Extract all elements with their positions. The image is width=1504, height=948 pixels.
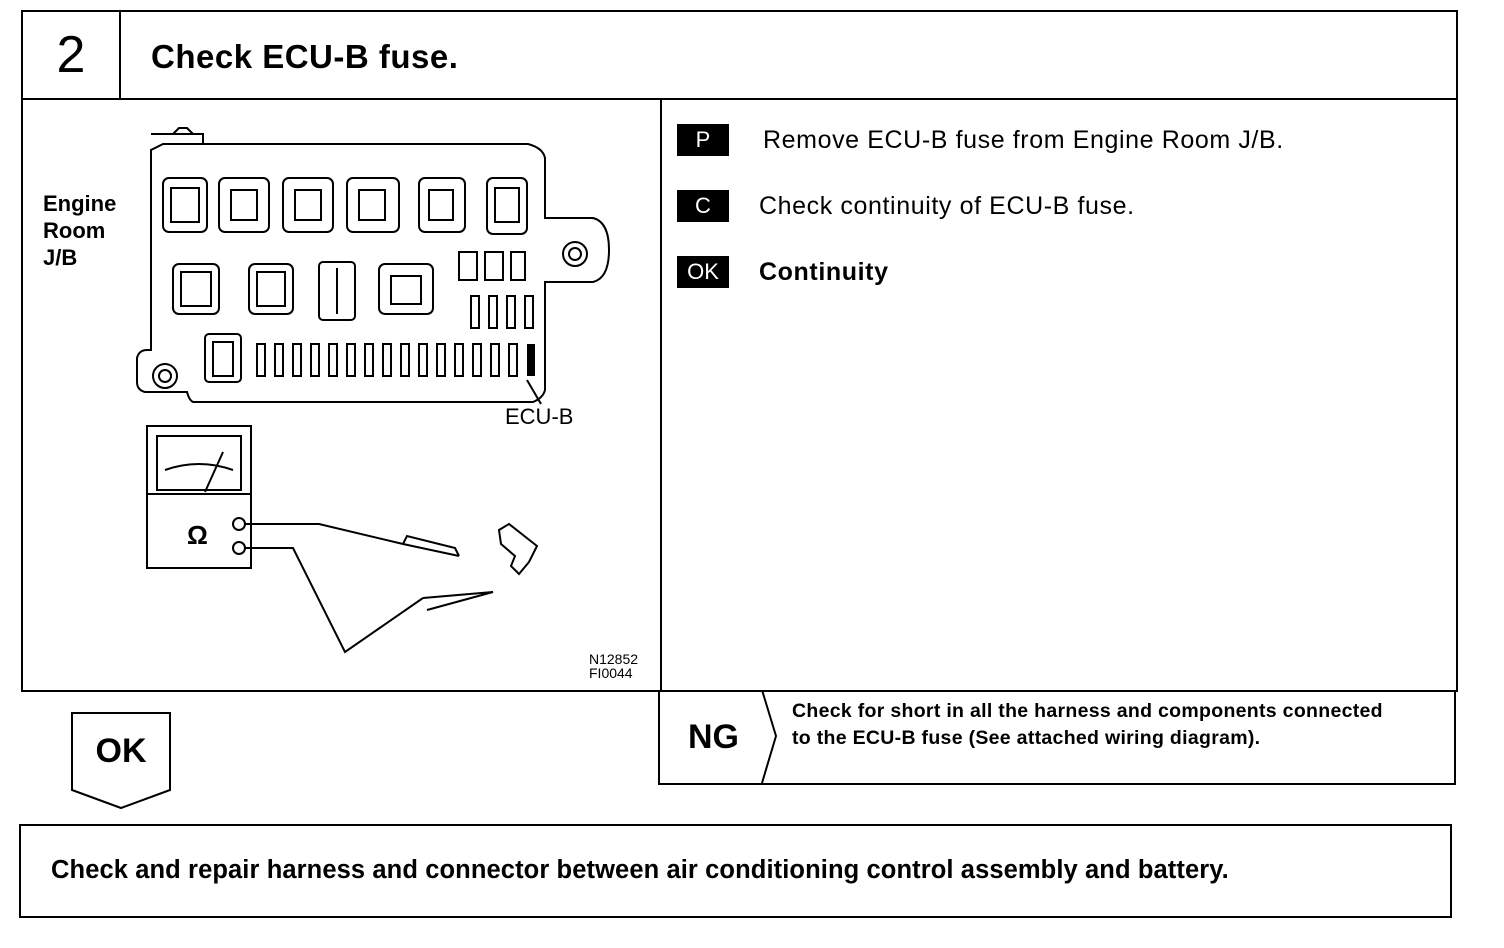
- figure-code-1: N12852: [589, 651, 639, 667]
- next-step-box: Check and repair harness and connector b…: [19, 824, 1452, 918]
- fuse-callout-label: ECU-B: [505, 404, 574, 429]
- junction-block-diagram: [136, 127, 611, 654]
- figure-code: N12852 FI0044: [589, 652, 638, 680]
- check-badge: C: [677, 190, 729, 222]
- ng-instruction: Check for short in all the harness and c…: [792, 700, 1383, 749]
- figure-code-2: FI0044: [589, 665, 633, 681]
- ok-arrow: OK: [71, 712, 171, 810]
- ok-arrow-shape: [71, 712, 171, 810]
- illustration: Engine Room J/B ECU-B Ω N12852 FI0044: [23, 100, 659, 690]
- ohm-symbol: Ω: [187, 520, 208, 550]
- prepare-text: Remove ECU-B fuse from Engine Room J/B.: [763, 125, 1284, 154]
- step-number: 2: [23, 12, 121, 98]
- step-row-ok: OK Continuity: [677, 256, 889, 288]
- ng-arrow-separator: [761, 690, 778, 783]
- ng-result-box: NG Check for short in all the harness an…: [658, 690, 1456, 785]
- check-text: Check continuity of ECU-B fuse.: [759, 191, 1135, 220]
- ok-label: OK: [95, 732, 147, 770]
- ng-label: NG: [688, 718, 739, 756]
- ok-badge: OK: [677, 256, 729, 288]
- next-step-text: Check and repair harness and connector b…: [51, 856, 1229, 884]
- ok-criterion: Continuity: [759, 257, 889, 286]
- panel-divider: [660, 100, 662, 690]
- junction-block-label: Engine Room J/B: [43, 191, 117, 270]
- step-header: 2 Check ECU-B fuse.: [21, 10, 1458, 100]
- step-row-prepare: P Remove ECU-B fuse from Engine Room J/B…: [677, 124, 1284, 156]
- step-title: Check ECU-B fuse.: [151, 38, 459, 75]
- prepare-badge: P: [677, 124, 729, 156]
- inspection-panel: Engine Room J/B ECU-B Ω N12852 FI0044 P …: [21, 98, 1458, 692]
- step-row-check: C Check continuity of ECU-B fuse.: [677, 190, 1135, 222]
